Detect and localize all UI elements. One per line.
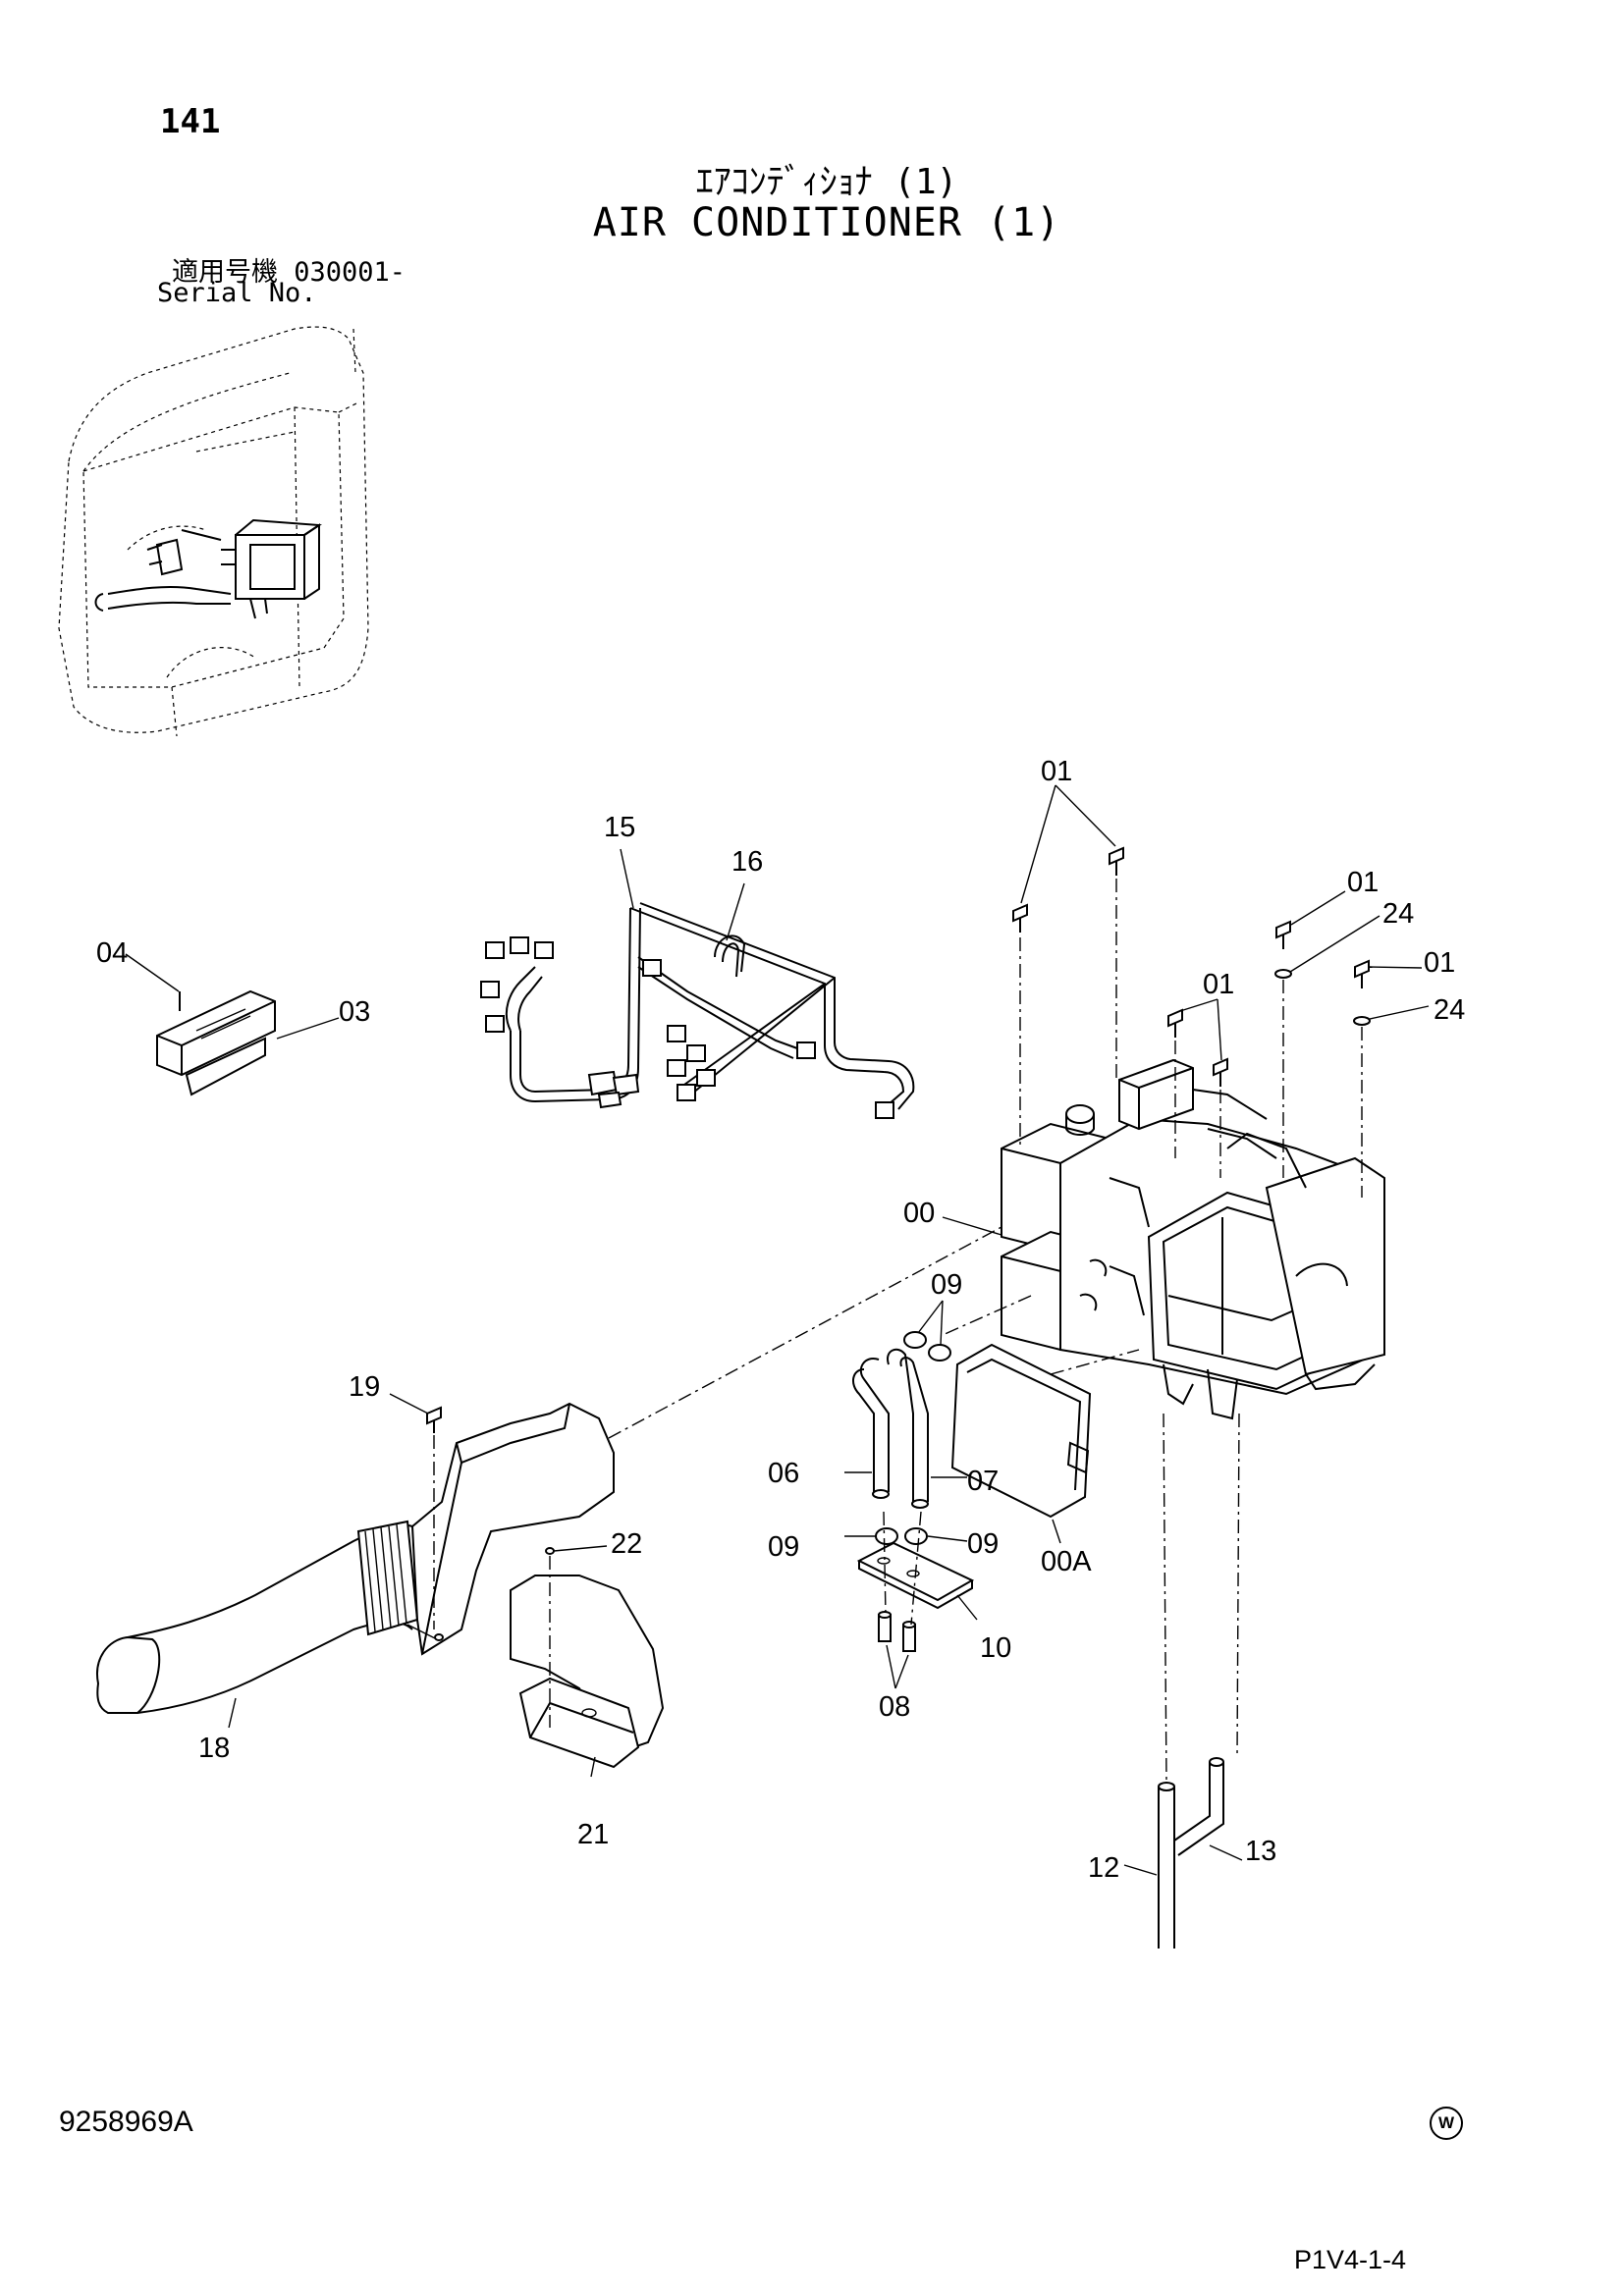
- title-japanese: ｴｱｺﾝﾃﾞｨｼｮﾅ (1): [695, 162, 958, 202]
- document-number: 9258969A: [59, 2106, 193, 2138]
- callout-08: 08: [879, 1691, 910, 1723]
- callout-24: 24: [1382, 898, 1414, 930]
- callout-22: 22: [611, 1528, 642, 1560]
- part-09-clamps: [844, 1300, 968, 1545]
- callout-24: 24: [1434, 994, 1465, 1026]
- callout-04: 04: [96, 937, 128, 969]
- callout-10: 10: [980, 1632, 1011, 1664]
- serial-label-english: Serial No.: [157, 278, 317, 308]
- part-15-wiring-harness: [480, 848, 915, 1119]
- part-21-duct: [510, 1575, 665, 1778]
- page-reference: P1V4-1-4: [1294, 2245, 1407, 2274]
- callout-01: 01: [1203, 969, 1234, 1000]
- callout-16: 16: [731, 846, 763, 878]
- cab-overview-illustration: [58, 326, 369, 737]
- assembly-dashed-lines: [433, 879, 1363, 1783]
- serial-label-japanese: 適用号機 030001-: [172, 257, 406, 288]
- part-08-pins: [878, 1611, 916, 1689]
- callout-09: 09: [768, 1531, 799, 1563]
- callout-00A: 00A: [1041, 1546, 1092, 1577]
- callout-01: 01: [1041, 756, 1072, 787]
- callout-00: 00: [903, 1198, 935, 1229]
- parts-12-13-pipes: [1123, 1757, 1243, 1949]
- callout-18: 18: [198, 1733, 230, 1764]
- callout-09: 09: [931, 1269, 962, 1301]
- part-03-panel: [125, 953, 340, 1096]
- callout-01: 01: [1424, 947, 1455, 979]
- part-10-plate: [856, 1541, 978, 1621]
- callout-13: 13: [1245, 1836, 1276, 1867]
- callout-12: 12: [1088, 1852, 1119, 1884]
- part-18-duct: [96, 1402, 615, 1729]
- callout-09: 09: [967, 1528, 999, 1560]
- parts-screws-washers: [389, 784, 1430, 1555]
- part-00A-filter: [950, 1343, 1092, 1544]
- callout-21: 21: [577, 1819, 609, 1850]
- callout-07: 07: [967, 1466, 999, 1497]
- part-00-air-conditioner-unit: [942, 1058, 1385, 1420]
- title-english: AIR CONDITIONER (1): [592, 200, 1061, 245]
- callout-03: 03: [339, 996, 370, 1028]
- callout-labels: 01 01 24 01 24 01 15 16 04 03 00 09 19 2…: [96, 756, 1465, 1884]
- page-number: 141: [160, 102, 221, 141]
- parts-06-07-hoses: [844, 1348, 967, 1509]
- callout-19: 19: [349, 1371, 380, 1403]
- callout-15: 15: [604, 812, 635, 843]
- callout-06: 06: [768, 1458, 799, 1489]
- watermark-symbol: W: [1430, 2107, 1463, 2140]
- callout-01: 01: [1347, 867, 1379, 898]
